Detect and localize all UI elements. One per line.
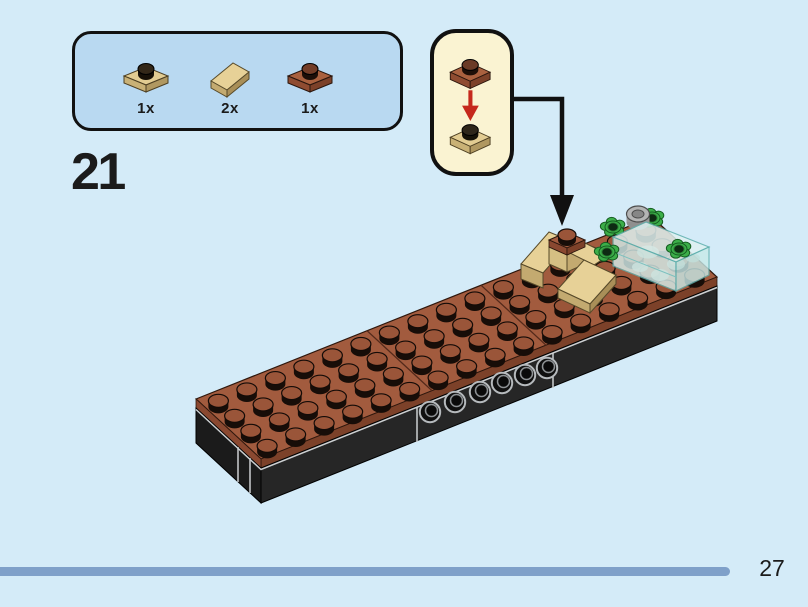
- part-count-label: 1x: [137, 100, 155, 117]
- part-item: 2x: [194, 34, 266, 128]
- placement-arrow-icon: [511, 96, 574, 226]
- footer-divider-bar: [0, 567, 730, 576]
- part-count-label: 1x: [301, 100, 319, 117]
- part-item: 1x: [110, 34, 182, 128]
- parts-callout-box: 1x 2x 1x: [72, 31, 403, 131]
- part-count-label: 2x: [221, 100, 239, 117]
- tan-plate-1x1-icon: [449, 124, 492, 155]
- step-number: 21: [71, 143, 126, 201]
- nougat-plate-1x1-icon: [278, 50, 342, 102]
- part-item: 1x: [274, 34, 346, 128]
- page-number: 27: [759, 555, 785, 581]
- placement-hint-box: [430, 29, 514, 176]
- tan-slope-1x1-icon: [198, 50, 262, 102]
- place-down-red-arrow-icon: [462, 90, 479, 122]
- tan-plate-1x1-icon: [114, 50, 178, 102]
- nougat-plate-1x1-icon: [449, 59, 492, 90]
